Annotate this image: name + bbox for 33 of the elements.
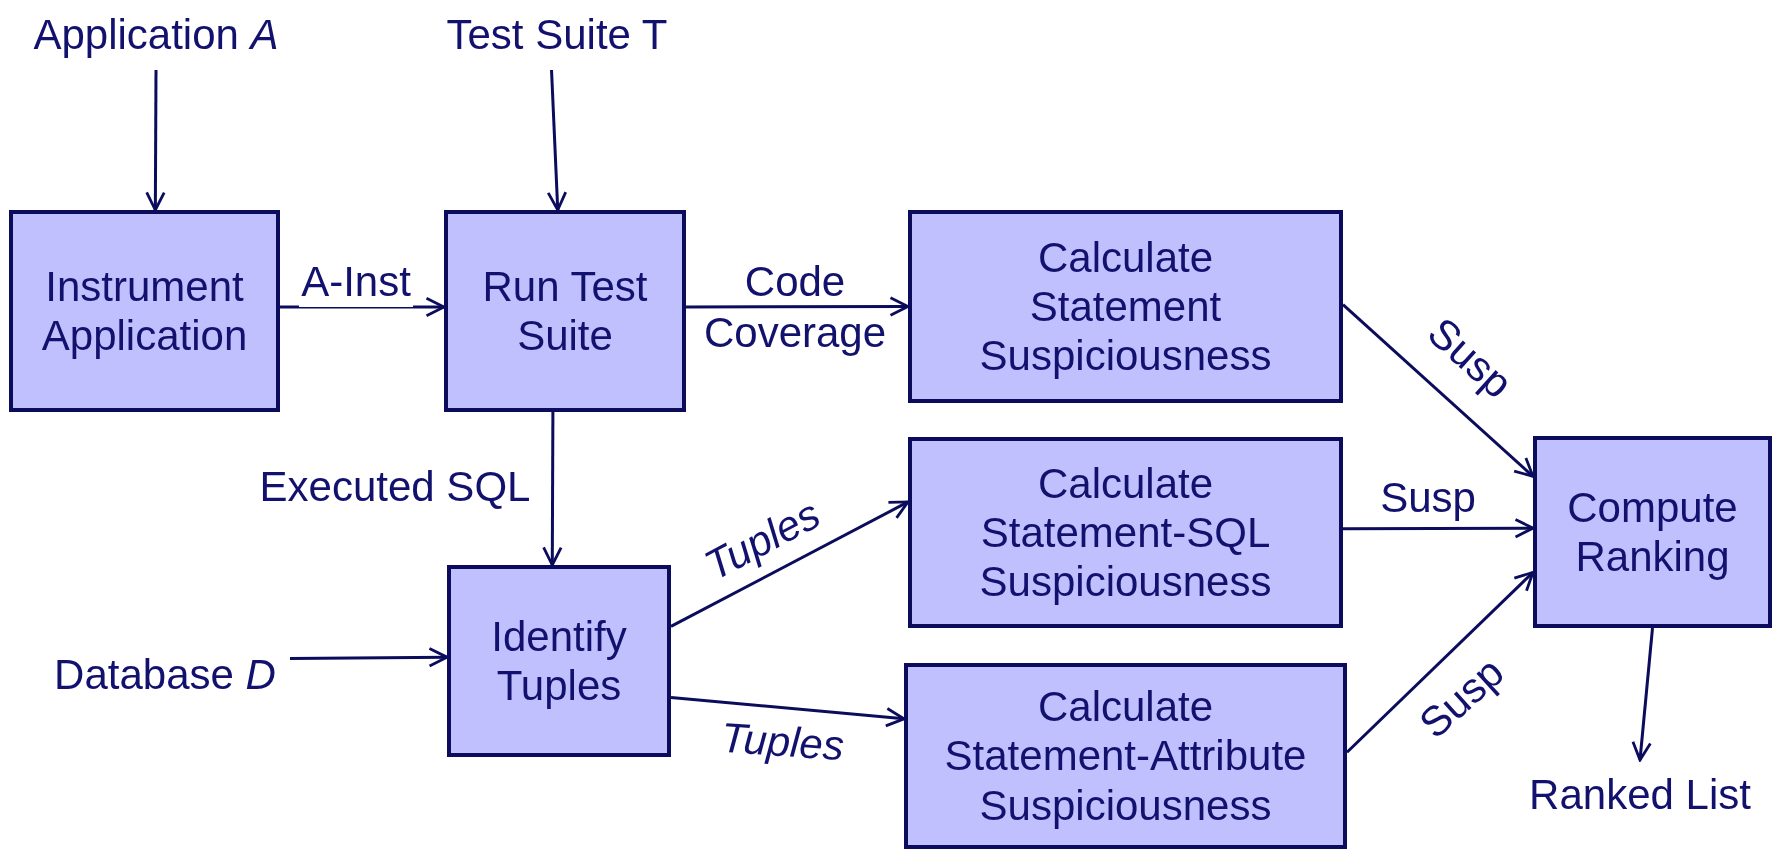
box-label: Calculate Statement-Attribute Suspiciousness [943,682,1308,830]
arrow [546,69,568,212]
edge-label: Code Coverage [702,256,888,358]
input-label: Database D [54,650,276,700]
output-label: Ranked List [1529,770,1751,820]
process-box [1533,436,1772,628]
process-box [908,210,1343,403]
box-label: Run Test Suite [481,261,649,361]
process-box [9,210,280,412]
process-box [908,437,1343,628]
arrow [1342,303,1535,478]
arrow [290,647,449,668]
box-label: Instrument Application [40,261,249,361]
process-box [447,565,671,757]
process-box [444,210,686,412]
edge-label: Tuples [695,488,828,591]
box-label: Identify Tuples [490,611,628,711]
edge-label: Tuples [718,712,846,772]
arrow [1631,627,1654,762]
process-box [904,663,1347,849]
input-label: Test Suite T [446,10,668,60]
box-label: Calculate Statement-SQL Suspiciousness [978,458,1273,607]
arrow [280,296,446,318]
box-label: Calculate Statement Suspiciousness [978,232,1273,381]
arrow [1343,518,1535,539]
arrow [145,70,166,212]
arrow [670,500,910,628]
arrow [670,696,906,728]
edge-label: Susp [1380,472,1476,523]
box-label: Compute Ranking [1566,482,1739,582]
arrow [686,296,910,317]
arrow [542,412,563,567]
input-label: Application A [33,10,279,60]
